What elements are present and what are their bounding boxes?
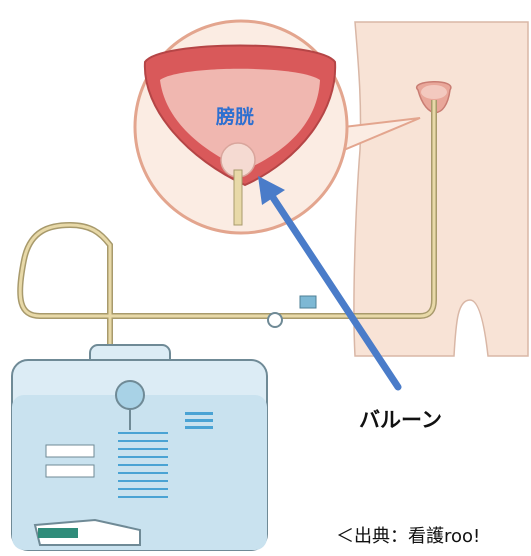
balloon-label: バルーン xyxy=(359,404,442,434)
bladder-label: 膀胱 xyxy=(216,102,254,129)
source-caption: ＜出典：看護roo! xyxy=(336,522,480,548)
urine-bag-icon xyxy=(12,345,267,550)
body-silhouette-icon xyxy=(354,22,528,356)
